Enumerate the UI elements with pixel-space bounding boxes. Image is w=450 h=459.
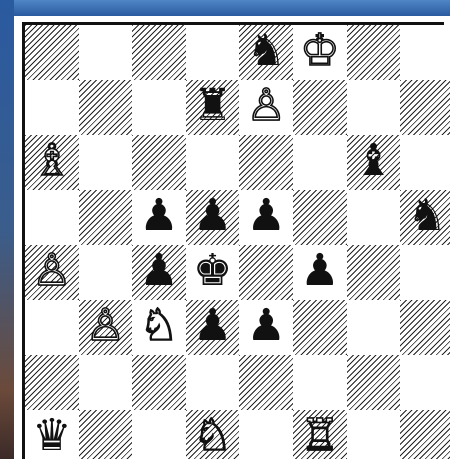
square-a7[interactable]: [25, 80, 79, 136]
square-g5[interactable]: [347, 190, 401, 246]
square-h6[interactable]: [400, 135, 450, 191]
square-g2[interactable]: [347, 355, 401, 411]
square-b4[interactable]: [79, 245, 133, 301]
square-a5[interactable]: [25, 190, 79, 246]
square-h4[interactable]: [400, 245, 450, 301]
square-h2[interactable]: [400, 355, 450, 411]
window-title-strip: [0, 0, 450, 16]
square-d6[interactable]: [186, 135, 240, 191]
square-c2[interactable]: [132, 355, 186, 411]
square-f5[interactable]: [293, 190, 347, 246]
square-g7[interactable]: [347, 80, 401, 136]
square-h3[interactable]: [400, 300, 450, 356]
black-pawn-c4[interactable]: ♟: [132, 249, 186, 293]
square-h8[interactable]: [400, 25, 450, 81]
black-pawn-f4[interactable]: ♟: [293, 249, 347, 293]
white-pawn-a4[interactable]: ♙: [25, 249, 79, 293]
white-knight-d1[interactable]: ♘: [186, 414, 240, 458]
square-a2[interactable]: [25, 355, 79, 411]
square-e4[interactable]: [239, 245, 293, 301]
window-left-edge: [0, 0, 14, 459]
white-king-f8[interactable]: ♔: [293, 29, 347, 73]
square-c6[interactable]: [132, 135, 186, 191]
square-g1[interactable]: [347, 410, 401, 459]
white-bishop-a6[interactable]: ♗: [25, 139, 79, 183]
white-pawn-e7[interactable]: ♙: [239, 84, 293, 128]
square-f6[interactable]: [293, 135, 347, 191]
black-pawn-c5[interactable]: ♟: [132, 194, 186, 238]
square-a8[interactable]: [25, 25, 79, 81]
black-knight-e8[interactable]: ♞: [239, 29, 293, 73]
square-c7[interactable]: [132, 80, 186, 136]
square-c8[interactable]: [132, 25, 186, 81]
square-b6[interactable]: [79, 135, 133, 191]
square-g3[interactable]: [347, 300, 401, 356]
square-e1[interactable]: [239, 410, 293, 459]
square-e2[interactable]: [239, 355, 293, 411]
black-queen-a1[interactable]: ♛: [25, 414, 79, 458]
square-f3[interactable]: [293, 300, 347, 356]
square-b2[interactable]: [79, 355, 133, 411]
square-f2[interactable]: [293, 355, 347, 411]
black-king-d4[interactable]: ♚: [186, 249, 240, 293]
square-a3[interactable]: [25, 300, 79, 356]
black-bishop-g6[interactable]: ♝: [347, 139, 401, 183]
square-e6[interactable]: [239, 135, 293, 191]
black-knight-h5[interactable]: ♞: [400, 194, 450, 238]
square-h1[interactable]: [400, 410, 450, 459]
square-b1[interactable]: [79, 410, 133, 459]
square-g4[interactable]: [347, 245, 401, 301]
chess-board[interactable]: ♞♔♜♙♗♝♟♟♟♞♙♟♚♟♙♘♟♟♛♘♖: [22, 22, 444, 459]
square-h7[interactable]: [400, 80, 450, 136]
square-b5[interactable]: [79, 190, 133, 246]
black-pawn-d5[interactable]: ♟: [186, 194, 240, 238]
square-f7[interactable]: [293, 80, 347, 136]
white-rook-f1[interactable]: ♖: [293, 414, 347, 458]
square-b7[interactable]: [79, 80, 133, 136]
square-b8[interactable]: [79, 25, 133, 81]
white-knight-c3[interactable]: ♘: [132, 304, 186, 348]
black-pawn-e5[interactable]: ♟: [239, 194, 293, 238]
square-d8[interactable]: [186, 25, 240, 81]
white-pawn-b3[interactable]: ♙: [79, 304, 133, 348]
square-d2[interactable]: [186, 355, 240, 411]
black-pawn-d3[interactable]: ♟: [186, 304, 240, 348]
black-pawn-e3[interactable]: ♟: [239, 304, 293, 348]
black-rook-d7[interactable]: ♜: [186, 84, 240, 128]
square-c1[interactable]: [132, 410, 186, 459]
square-g8[interactable]: [347, 25, 401, 81]
